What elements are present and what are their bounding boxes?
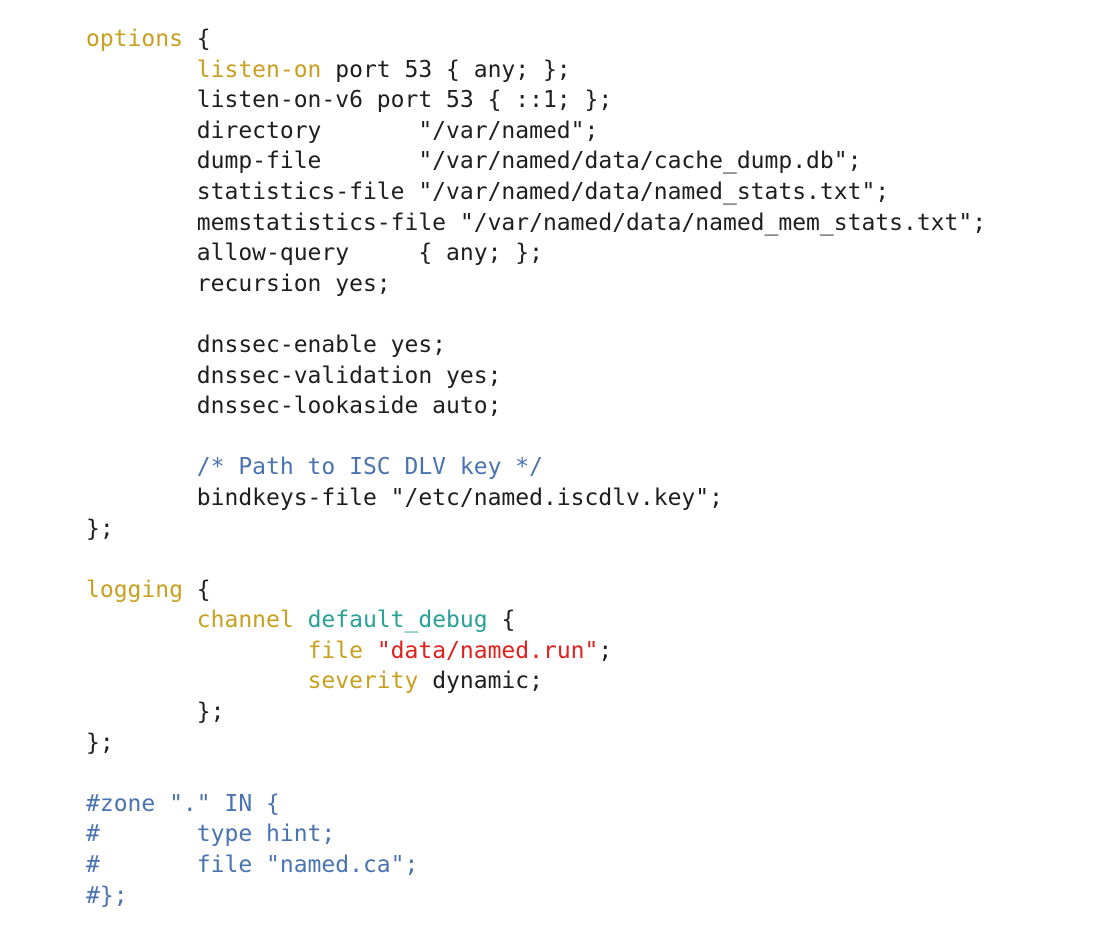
code-token: allow-query { any; }; xyxy=(86,240,543,267)
code-token: recursion yes; xyxy=(86,270,391,297)
code-token: }; xyxy=(86,729,114,756)
code-token xyxy=(86,638,308,664)
keyword-token: severity xyxy=(307,668,419,695)
code-token: port 53 { any; }; xyxy=(321,56,571,83)
code-token: bindkeys-file "/etc/named.iscdlv.key"; xyxy=(86,484,723,511)
code-line: dnssec-lookaside auto; xyxy=(86,391,986,422)
code-line: recursion yes; xyxy=(86,269,986,300)
code-token: dump-file "/var/named/data/cache_dump.db… xyxy=(86,148,862,175)
code-token: directory "/var/named"; xyxy=(86,117,599,144)
code-line xyxy=(86,422,986,453)
code-token: }; xyxy=(86,699,225,726)
keyword-token: listen-on xyxy=(196,56,322,83)
code-line xyxy=(86,299,986,330)
code-line: dnssec-validation yes; xyxy=(86,361,986,392)
code-token: dynamic; xyxy=(418,668,543,695)
identifier-token: default_debug xyxy=(307,607,488,634)
code-line: }; xyxy=(86,728,986,759)
code-line xyxy=(86,758,986,789)
code-token xyxy=(86,607,197,633)
code-line: allow-query { any; }; xyxy=(86,238,986,269)
code-line: # type hint; xyxy=(86,819,986,850)
comment-token: /* Path to ISC DLV key */ xyxy=(196,454,543,481)
code-token: dnssec-validation yes; xyxy=(86,362,502,389)
code-line: severity dynamic; xyxy=(86,666,986,697)
comment-token: #}; xyxy=(86,882,128,909)
code-token xyxy=(363,638,377,664)
code-token xyxy=(294,607,308,633)
keyword-token: logging xyxy=(86,576,183,603)
code-line: dnssec-enable yes; xyxy=(86,330,986,361)
code-line: channel default_debug { xyxy=(86,605,986,636)
code-line: options { xyxy=(86,24,986,55)
code-token: ; xyxy=(598,637,613,664)
keyword-token: file xyxy=(307,637,363,664)
keyword-token: channel xyxy=(196,607,294,634)
code-token: dnssec-enable yes; xyxy=(86,331,447,358)
code-token: listen-on-v6 port 53 { ::1; }; xyxy=(86,87,613,114)
code-line: statistics-file "/var/named/data/named_s… xyxy=(86,177,986,208)
comment-token: # file "named.ca"; xyxy=(86,852,419,879)
code-token: }; xyxy=(86,515,114,542)
code-token: { xyxy=(487,607,516,634)
code-token xyxy=(86,454,197,480)
code-line: logging { xyxy=(86,575,986,606)
comment-token: # type hint; xyxy=(86,821,336,848)
code-token: statistics-file "/var/named/data/named_s… xyxy=(86,178,890,205)
code-line: memstatistics-file "/var/named/data/name… xyxy=(86,208,986,239)
code-line: dump-file "/var/named/data/cache_dump.db… xyxy=(86,146,986,177)
code-token: memstatistics-file "/var/named/data/name… xyxy=(86,209,987,236)
code-line: # file "named.ca"; xyxy=(86,850,986,881)
string-token: "data/named.run" xyxy=(376,637,599,664)
named-conf-source[interactable]: options { listen-on port 53 { any; }; li… xyxy=(86,24,986,911)
keyword-token: options xyxy=(86,26,183,52)
code-token: { xyxy=(182,26,211,52)
code-line: bindkeys-file "/etc/named.iscdlv.key"; xyxy=(86,483,986,514)
code-line: #}; xyxy=(86,881,986,912)
code-line: directory "/var/named"; xyxy=(86,116,986,147)
code-token: { xyxy=(182,576,211,603)
code-token xyxy=(86,668,308,694)
code-line: }; xyxy=(86,697,986,728)
code-line: #zone "." IN { xyxy=(86,789,986,820)
comment-token: #zone "." IN { xyxy=(86,790,280,817)
code-line: }; xyxy=(86,514,986,545)
code-token xyxy=(86,57,197,83)
code-line: file "data/named.run"; xyxy=(86,636,986,667)
code-token: dnssec-lookaside auto; xyxy=(86,393,502,420)
code-line: listen-on port 53 { any; }; xyxy=(86,55,986,86)
code-line: /* Path to ISC DLV key */ xyxy=(86,452,986,483)
code-line: listen-on-v6 port 53 { ::1; }; xyxy=(86,85,986,116)
code-line xyxy=(86,544,986,575)
